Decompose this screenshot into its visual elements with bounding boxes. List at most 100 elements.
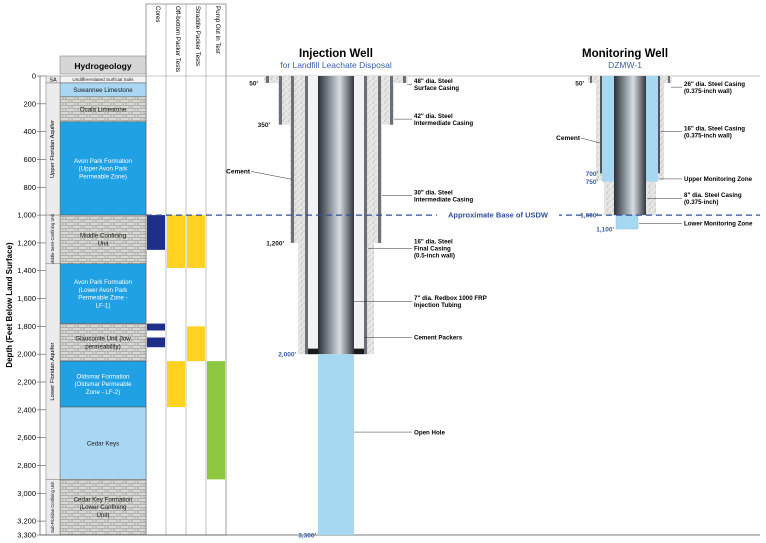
- injection-well-subtitle: for Landfill Leachate Disposal: [280, 60, 392, 70]
- cement-leader: [250, 171, 293, 180]
- monitoring-annotation-line: (0.375-inch wall): [684, 88, 732, 95]
- test-column-header: Straddle Packer Tests: [194, 6, 201, 66]
- hydro-layer: [59, 479, 147, 536]
- test-column-header: Pump Out In Test: [214, 6, 221, 54]
- monitoring-annotation: Upper Monitoring Zone: [684, 176, 753, 183]
- mw-cement-leader: [580, 137, 601, 144]
- axis-tick-label: 1,600: [17, 294, 36, 303]
- hydro-layer-label-line: Suwannee Limestone: [73, 87, 133, 94]
- mw-casing-26-right: [668, 76, 670, 83]
- injection-annotation-line: (0.5-inch wall): [414, 253, 455, 260]
- axis-tick-label: 3,200: [17, 517, 36, 526]
- testing-intervals: [147, 215, 225, 480]
- hydro-layer-label-line: Middle Confining: [80, 233, 127, 240]
- monitoring-depth-label: 1,100': [596, 227, 614, 234]
- monitoring-depth-label: 700': [586, 171, 599, 178]
- injection-annotation-line: Surface Casing: [414, 85, 459, 92]
- hydro-layer-label-line: (Lower Avon Park: [79, 287, 129, 294]
- mw-casing-16-left: [600, 76, 602, 174]
- monitoring-annotation-line: Lower Monitoring Zone: [684, 221, 753, 228]
- hydro-layer-label-line: (Oldsmar Permeable: [74, 381, 132, 388]
- injection-annotation-line: Open Hole: [414, 429, 445, 436]
- hydro-layer: [59, 406, 147, 480]
- monitoring-annotation-line: (0.375-inch wall): [684, 132, 732, 139]
- hydro-layer-label-line: Oldsmar Formation: [77, 373, 131, 380]
- hydro-layer: [59, 323, 147, 362]
- test-interval-bar: [147, 215, 165, 250]
- casing-48-left-wall: [266, 76, 269, 83]
- injection-cement-label: Cement: [226, 168, 251, 175]
- injection-annotation-line: 16" dia. Steel: [414, 239, 453, 246]
- mw-casing-16-right: [658, 76, 660, 174]
- hydro-layer-label-line: (Upper Avon Park: [79, 166, 129, 173]
- test-interval-bar: [167, 215, 185, 268]
- mw-casing-8: [614, 76, 646, 216]
- injection-depth-label: 50': [249, 80, 258, 87]
- injection-annotation-line: Cement Packers: [414, 335, 463, 342]
- casing-30-left-wall: [291, 76, 294, 243]
- aquifer-label: Lower Floridan Aquifer: [50, 342, 56, 400]
- test-interval-bar: [147, 337, 165, 348]
- usdw-depth-label: 1,000': [580, 213, 598, 220]
- aquifer-label: Middle Semi-Confining Unit: [50, 213, 55, 265]
- axis-tick-label: 400: [23, 127, 36, 136]
- monitoring-depth-label: 750': [586, 179, 599, 186]
- casing-42-left-wall: [279, 76, 282, 125]
- aquifer-label: SA: [49, 77, 57, 83]
- monitoring-annotation: 8" dia. Steel Casing(0.375-inch): [684, 192, 742, 206]
- hydro-layer-label-line: Avon Park Formation: [74, 279, 133, 286]
- test-interval-bar: [167, 361, 185, 408]
- axis-tick-label: 0: [32, 72, 36, 81]
- hydrogeology-header: Hydrogeology: [74, 61, 131, 71]
- monitoring-annotation-line: 16" dia. Steel Casing: [684, 125, 745, 132]
- test-interval-bar: [187, 326, 205, 362]
- injection-annotation-line: Injection Tubing: [414, 302, 462, 309]
- axis-tick-label: 2,600: [17, 433, 36, 442]
- axis-tick-label: 600: [23, 155, 36, 164]
- cement-packer-left: [308, 348, 318, 355]
- injection-depth-label: 350': [258, 122, 271, 129]
- hydro-layer-label-line: Unit: [97, 240, 108, 247]
- depth-axis-label: Depth (Feet Below Land Surface): [5, 242, 14, 368]
- hydro-layer-label: Ocala Limestone: [80, 106, 127, 113]
- casing-42-right-wall: [390, 76, 393, 125]
- axis-tick-label: 2,000: [17, 350, 36, 359]
- injection-annotation-line: Intermediate Casing: [414, 120, 473, 127]
- injection-annotation: Cement Packers: [414, 335, 463, 342]
- monitoring-annotation-line: 8" dia. Steel Casing: [684, 192, 742, 199]
- hydro-layer: [59, 96, 147, 123]
- casing-48-right-wall: [403, 76, 406, 83]
- hydrogeology-column: Undifferentiated Surficial SoilsSuwannee…: [59, 75, 147, 536]
- monitoring-annotation: 16" dia. Steel Casing(0.375-inch wall): [684, 125, 745, 139]
- hydro-layer: [59, 263, 147, 324]
- monitoring-annotation: 26" dia. Steel Casing(0.375-inch wall): [684, 81, 745, 95]
- monitoring-annotation-line: Upper Monitoring Zone: [684, 176, 753, 183]
- injection-annotation-line: 7" dia. Redbox 1000 FRP: [414, 295, 487, 302]
- hydro-layer-label-line: (Lower Confining: [80, 504, 127, 511]
- hydro-layer-label-line: Cedar Keys: [87, 440, 119, 447]
- hydro-layer-label-line: Undifferentiated Surficial Soils: [72, 77, 134, 82]
- axis-tick-label: 3,300: [17, 531, 36, 540]
- hydro-layer-label-line: Cedar Key Formation: [74, 497, 133, 504]
- cement-packer-right: [354, 348, 364, 355]
- monitoring-depth-label: 50': [575, 80, 584, 87]
- hydro-layer-label: Suwannee Limestone: [73, 87, 133, 94]
- monitoring-well-title: Monitoring Well: [582, 48, 668, 60]
- test-column-header: Cores: [154, 6, 161, 23]
- hydro-layer-label-line: Permeable Zone -: [78, 295, 128, 302]
- axis-tick-label: 2,800: [17, 461, 36, 470]
- injection-well-title: Injection Well: [299, 48, 373, 60]
- monitoring-annotation-line: 26" dia. Steel Casing: [684, 81, 745, 88]
- test-interval-bar: [187, 215, 205, 268]
- monitoring-annotation: Lower Monitoring Zone: [684, 221, 753, 228]
